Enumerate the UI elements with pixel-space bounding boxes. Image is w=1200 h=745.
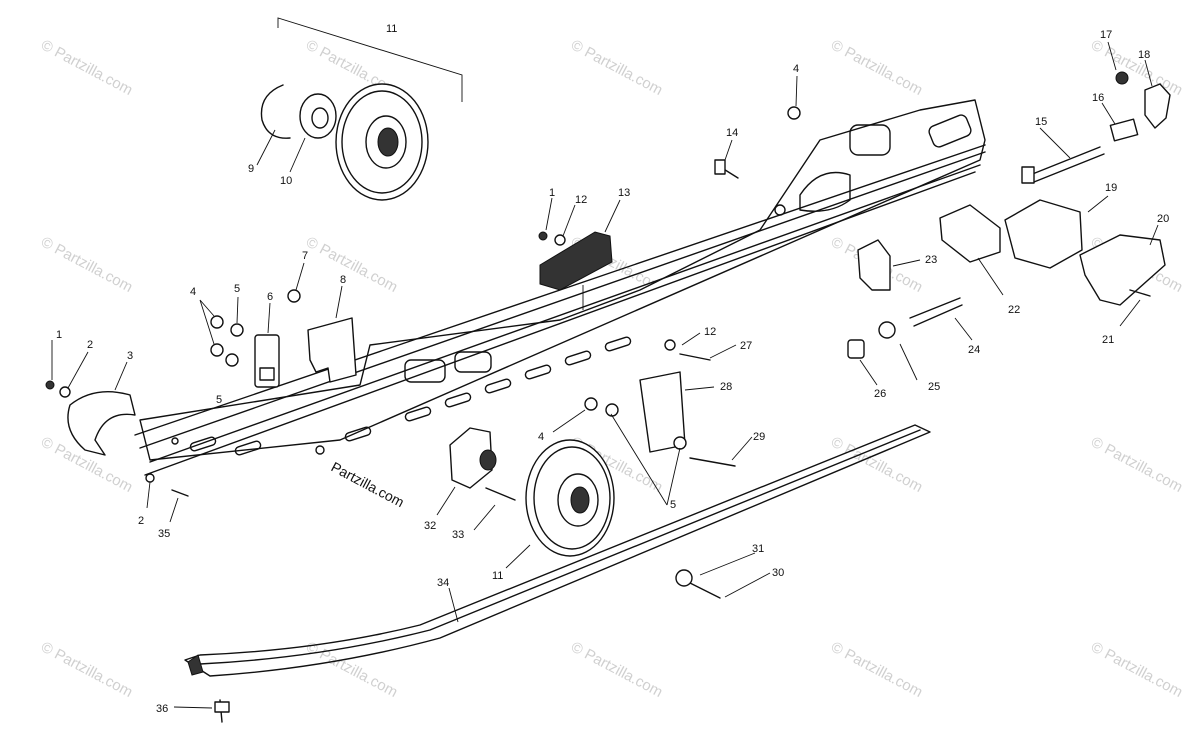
callout-3: 3	[127, 350, 133, 362]
callout-34: 34	[437, 577, 449, 589]
callout-19: 19	[1105, 182, 1117, 194]
callout-14: 14	[726, 127, 738, 139]
callout-2-bottom: 2	[138, 515, 144, 527]
watermark: © Partzilla.com	[1088, 434, 1185, 496]
watermark: © Partzilla.com	[38, 639, 135, 701]
callout-4-top: 4	[793, 63, 799, 75]
callout-36: 36	[156, 703, 168, 715]
watermark: © Partzilla.com	[828, 639, 925, 701]
callout-4-mid: 4	[538, 431, 544, 443]
callout-24: 24	[968, 344, 980, 356]
watermark: © Partzilla.com	[38, 37, 135, 99]
callout-28: 28	[720, 381, 732, 393]
watermark: © Partzilla.com	[568, 37, 665, 99]
callout-29: 29	[753, 431, 765, 443]
callout-20: 20	[1157, 213, 1169, 225]
watermark: © Partzilla.com	[303, 234, 400, 296]
watermark: © Partzilla.com	[568, 639, 665, 701]
callout-18: 18	[1138, 49, 1150, 61]
callout-5-mid: 5	[670, 499, 676, 511]
callout-26: 26	[874, 388, 886, 400]
leader-lines	[51, 17, 1159, 709]
callout-22: 22	[1008, 304, 1020, 316]
callout-4-left: 4	[190, 286, 196, 298]
callout-5-bottom: 5	[216, 394, 222, 406]
callout-12-right: 12	[704, 326, 716, 338]
callout-5-top: 5	[234, 283, 240, 295]
watermark: © Partzilla.com	[828, 434, 925, 496]
brand-watermark: Partzilla.com	[329, 459, 407, 511]
callout-32: 32	[424, 520, 436, 532]
callout-1-mid: 1	[549, 187, 555, 199]
callout-25: 25	[928, 381, 940, 393]
slide-rail	[184, 424, 931, 677]
small-parts	[45, 71, 1171, 723]
watermark: © Partzilla.com	[303, 639, 400, 701]
callout-7: 7	[302, 250, 308, 262]
callout-16: 16	[1092, 92, 1104, 104]
callout-15: 15	[1035, 116, 1047, 128]
callout-9: 9	[248, 163, 254, 175]
wheel-bottom	[525, 439, 615, 557]
callout-17: 17	[1100, 29, 1112, 41]
callout-12-mid: 12	[575, 194, 587, 206]
callout-30: 30	[772, 567, 784, 579]
callout-11-bottom: 11	[492, 570, 503, 582]
watermark: © Partzilla.com	[1088, 37, 1185, 99]
watermark: © Partzilla.com	[828, 37, 925, 99]
callout-23: 23	[925, 254, 937, 266]
callout-13: 13	[618, 187, 630, 199]
watermark: © Partzilla.com	[1088, 639, 1185, 701]
callout-21: 21	[1102, 334, 1114, 346]
callout-8: 8	[340, 274, 346, 286]
callout-2-left: 2	[87, 339, 93, 351]
wheel-top	[260, 83, 429, 201]
callout-33: 33	[452, 529, 464, 541]
callout-6: 6	[267, 291, 273, 303]
callout-10: 10	[280, 175, 292, 187]
callout-labels: 11 9 10 4 14 1 12 13 17 18 16 15 19 20 2…	[56, 23, 1169, 715]
callout-1-left: 1	[56, 329, 62, 341]
callout-11-top: 11	[386, 23, 397, 35]
callout-27: 27	[740, 340, 752, 352]
callout-35: 35	[158, 528, 170, 540]
callout-31: 31	[752, 543, 764, 555]
watermark: © Partzilla.com	[38, 234, 135, 296]
watermark-layer: © Partzilla.com © Partzilla.com © Partzi…	[38, 37, 1185, 701]
